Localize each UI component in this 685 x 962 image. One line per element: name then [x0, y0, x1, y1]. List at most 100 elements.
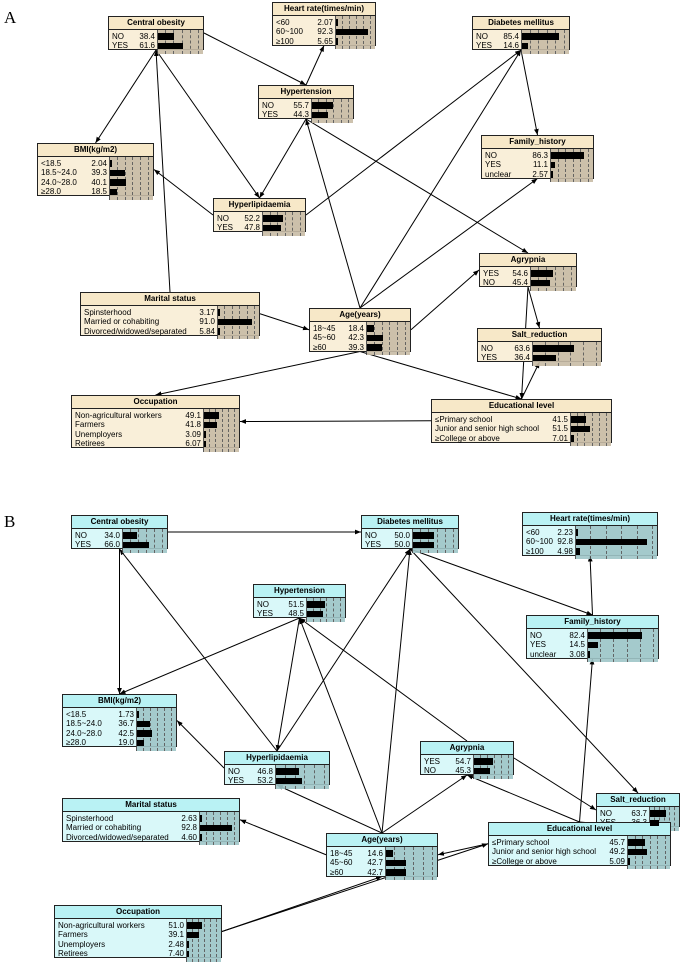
state-bar	[576, 529, 578, 536]
edge-age-to-occupation	[155, 351, 361, 397]
state-value: 14.6	[367, 848, 383, 858]
edge-central-obesity-to-hyperlipidaemia	[155, 49, 260, 199]
node-title: Heart rate(times/min)	[273, 3, 375, 16]
state-label: NO	[75, 530, 87, 540]
edge-age-to-marital	[239, 819, 327, 856]
edge-age-to-family-history	[359, 178, 538, 309]
state-bar	[571, 435, 574, 442]
state-bar	[110, 188, 118, 195]
state-bar	[200, 834, 202, 841]
state-bar-track	[204, 439, 239, 449]
state-label: NO	[365, 530, 377, 540]
state-label: NO	[262, 100, 274, 110]
state-bar-track	[187, 949, 221, 959]
node-title: Salt_reduction	[478, 329, 601, 342]
panel-label-a: A	[4, 8, 17, 27]
state-bar-track	[204, 411, 239, 421]
state-label: NO	[476, 31, 488, 41]
state-value: 85.4	[503, 31, 519, 41]
state-bar-track	[386, 858, 437, 868]
edge-age-to-hypertension	[305, 118, 361, 309]
edge-central-obesity-to-bmi	[95, 49, 157, 144]
node-title: Heart rate(times/min)	[523, 513, 657, 526]
state-label: Spinsterhood	[66, 813, 114, 823]
state-label: YES	[262, 110, 279, 119]
state-bar	[386, 859, 407, 866]
state-value: 42.7	[367, 858, 383, 867]
state-label: ≥28.0	[41, 187, 61, 196]
state-bar-track	[158, 41, 203, 51]
state-bar-track	[276, 767, 329, 777]
state-label: YES	[365, 540, 382, 549]
state-value: 36.4	[514, 353, 530, 362]
state-value: 2.07	[317, 17, 333, 27]
state-label: 18.5~24.0	[66, 719, 102, 728]
edge-hypertension-to-agrypnia	[305, 118, 529, 254]
state-bar-track	[576, 528, 657, 538]
state-value: 51.5	[288, 599, 304, 609]
state-label: NO	[481, 343, 493, 353]
state-bar	[312, 102, 333, 109]
edge-education-to-occupation	[239, 419, 432, 424]
state-bar-track	[571, 434, 611, 444]
state-bar	[218, 309, 220, 316]
state-row: NO 85.4	[473, 32, 569, 42]
state-bar	[200, 815, 202, 822]
edge-hypertension-to-hyperlipidaemia	[275, 617, 300, 752]
state-value: 38.4	[139, 31, 155, 41]
state-bar	[137, 711, 139, 718]
node-title: Family_history	[527, 616, 658, 629]
state-label: 24.0~28.0	[66, 728, 102, 738]
state-label: ≤Primary school	[492, 837, 550, 847]
state-label: ≥College or above	[435, 433, 500, 443]
state-value: 92.3	[317, 27, 333, 36]
state-bar-track	[628, 838, 670, 848]
state-value: 4.98	[557, 546, 573, 556]
